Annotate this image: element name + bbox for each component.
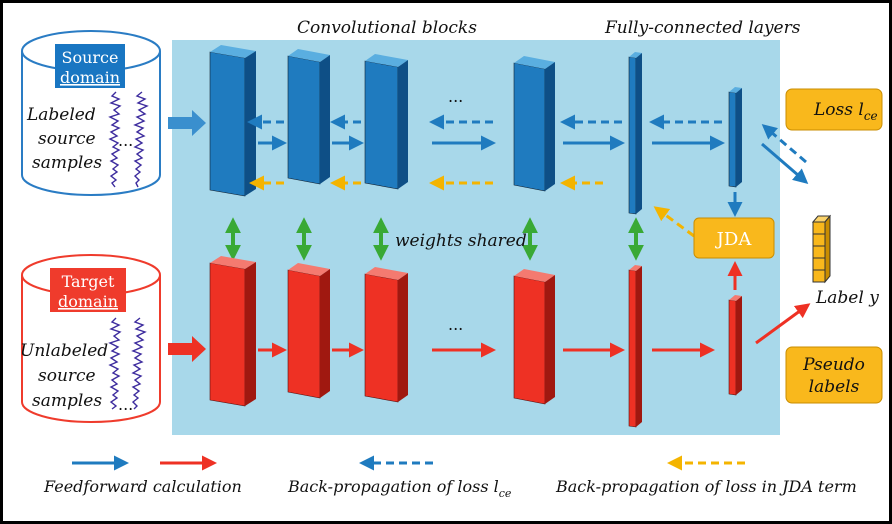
- source-backprop-jda-arrows: [249, 175, 695, 238]
- legend-backprop-lce-label: Back-propagation of loss lce: [287, 477, 512, 500]
- label-y-vector-icon: [811, 214, 832, 284]
- legend-backprop-lce-text: Back-propagation of loss l: [287, 477, 499, 496]
- source-samples-line2: source: [38, 129, 96, 149]
- target-conv-block-4: [513, 269, 555, 405]
- conv-blocks-header: Convolutional blocks: [297, 18, 477, 38]
- weight-sharing-arrows: [225, 217, 644, 261]
- target-domain-tag-line2: domain: [58, 292, 118, 311]
- source-conv-block-4: [513, 56, 555, 192]
- target-conv-ellipsis: ...: [448, 315, 463, 334]
- target-feedforward-arrows: [258, 261, 811, 358]
- target-conv-block-1: [209, 256, 256, 407]
- target-samples-ellipsis: ...: [118, 395, 133, 414]
- pseudo-labels-line1: Pseudo: [802, 355, 865, 375]
- source-conv-block-2: [287, 49, 330, 185]
- target-signal-waveforms: [108, 317, 147, 410]
- source-input-arrow: [168, 110, 206, 136]
- pseudo-labels-line2: labels: [809, 377, 860, 397]
- loss-label: Loss lce: [813, 100, 878, 123]
- fc-layers-header: Fully-connected layers: [604, 18, 801, 38]
- target-samples-line2: source: [38, 366, 96, 386]
- weights-shared-label: weights shared: [395, 231, 527, 251]
- source-backprop-lce-arrows: [247, 114, 807, 164]
- source-domain-tag-line1: Source: [62, 48, 119, 67]
- loss-subscript: ce: [864, 109, 878, 123]
- jda-box: [693, 217, 775, 259]
- legend-backprop-jda-label: Back-propagation of loss in JDA term: [555, 477, 857, 496]
- pseudo-labels-box: [785, 346, 883, 404]
- loss-box: [785, 88, 883, 131]
- target-samples-line1: Unlabeled: [20, 341, 108, 361]
- legend-backprop-lce-subscript: ce: [499, 487, 512, 500]
- source-domain-tag-line2: domain: [60, 68, 120, 87]
- label-y: Label y: [815, 288, 879, 308]
- loss-text: Loss l: [813, 100, 864, 120]
- target-domain-tag-line1: Target: [62, 272, 115, 291]
- source-domain-tag: [55, 44, 125, 88]
- network-panel: [172, 40, 780, 435]
- source-fc-layer-2: [728, 87, 742, 188]
- target-domain-tag: [50, 268, 126, 312]
- source-samples-line1: Labeled: [26, 105, 96, 125]
- target-conv-block-2: [287, 263, 330, 399]
- source-samples-ellipsis: ...: [118, 131, 133, 150]
- source-conv-block-3: [364, 54, 408, 190]
- jda-label: JDA: [715, 229, 753, 250]
- target-conv-block-3: [364, 267, 408, 403]
- source-conv-block-1: [209, 45, 256, 197]
- source-feedforward-arrows: [258, 135, 809, 217]
- target-fc-layer-1: [628, 265, 642, 428]
- source-samples-line3: samples: [32, 153, 102, 173]
- source-signal-waveforms: [108, 91, 149, 188]
- legend-feedforward-label: Feedforward calculation: [43, 477, 242, 496]
- source-fc-layer-1: [628, 52, 642, 215]
- target-samples-line3: samples: [32, 391, 102, 411]
- target-fc-layer-2: [728, 295, 742, 396]
- source-conv-ellipsis: ...: [448, 87, 463, 106]
- target-input-arrow: [168, 336, 206, 362]
